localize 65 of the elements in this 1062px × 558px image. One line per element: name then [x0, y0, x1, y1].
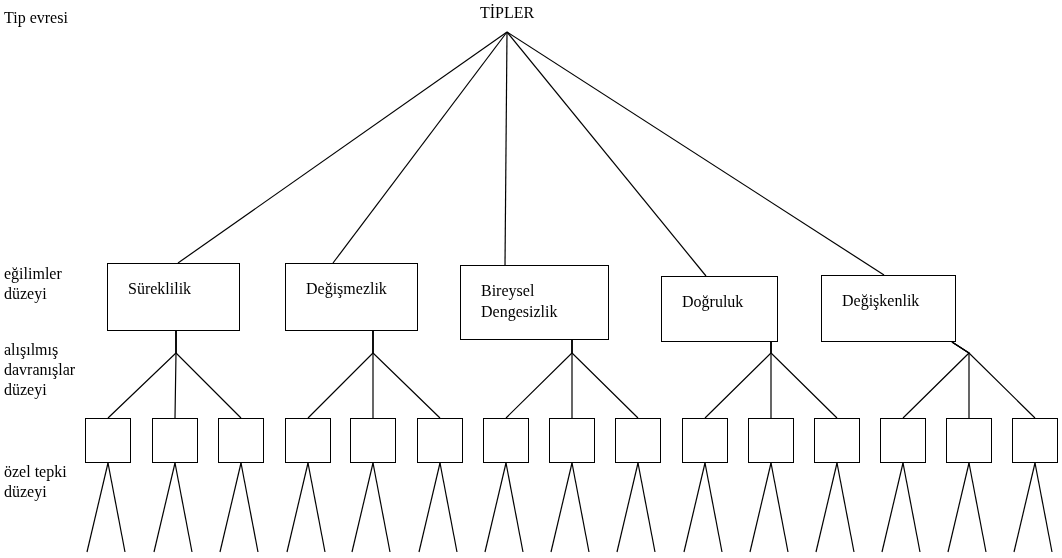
empty-box [152, 418, 198, 463]
connector-line [177, 31, 508, 264]
level-label: Tip evresi [4, 8, 69, 28]
connector-line [902, 462, 921, 553]
connector-line [836, 462, 855, 553]
connector-line [351, 462, 374, 553]
empty-box [285, 418, 331, 463]
level-label: eğilimler düzeyi [4, 264, 63, 304]
connector-line [153, 462, 176, 553]
connector-line [770, 341, 838, 419]
connector-line [749, 462, 772, 553]
connector-line [506, 31, 885, 276]
connector-line [439, 462, 458, 553]
connector-line [107, 462, 126, 553]
connector-line [506, 31, 707, 277]
connector-line [616, 462, 639, 553]
connector-line [683, 462, 706, 553]
connector-line [484, 462, 507, 553]
connector-line [968, 462, 987, 553]
connector-line [815, 462, 838, 553]
connector-line [504, 31, 508, 266]
connector-line [571, 462, 590, 553]
connector-line [372, 330, 441, 419]
empty-box [85, 418, 131, 463]
connector-line [372, 462, 391, 553]
connector-line [219, 462, 242, 553]
empty-box [549, 418, 595, 463]
empty-box [946, 418, 992, 463]
heading-text: TİPLER [470, 4, 544, 28]
empty-box [748, 418, 794, 463]
category-box: Süreklilik [107, 263, 240, 331]
category-box: Bireysel Dengesizlik [460, 265, 609, 340]
empty-box [615, 418, 661, 463]
empty-box [682, 418, 728, 463]
connector-line [86, 462, 109, 553]
connector-line [505, 462, 524, 553]
category-box: Değişmezlik [285, 263, 418, 331]
connector-line [240, 462, 259, 553]
empty-box [1012, 418, 1058, 463]
level-label: alışılmış davranışlar düzeyi [4, 340, 77, 400]
connector-line [770, 462, 789, 553]
category-box: Değişkenlik [821, 275, 956, 342]
connector-line [1013, 462, 1036, 553]
connector-line [1034, 462, 1053, 553]
connector-line [571, 339, 639, 419]
empty-box [350, 418, 396, 463]
connector-line [332, 31, 508, 264]
connector-line [881, 462, 904, 553]
empty-box [417, 418, 463, 463]
empty-box [880, 418, 926, 463]
connector-line [951, 341, 1036, 419]
connector-line [175, 330, 242, 419]
connector-line [637, 462, 656, 553]
connector-line [418, 462, 441, 553]
connector-line [550, 462, 573, 553]
level-label: özel tepki düzeyi [4, 462, 68, 502]
connector-line [947, 462, 970, 553]
connector-line [704, 462, 723, 553]
category-box: Doğruluk [661, 276, 778, 342]
empty-box [218, 418, 264, 463]
connector-line [307, 462, 326, 553]
empty-box [483, 418, 529, 463]
connector-line [174, 462, 193, 553]
empty-box [814, 418, 860, 463]
connector-line [286, 462, 309, 553]
